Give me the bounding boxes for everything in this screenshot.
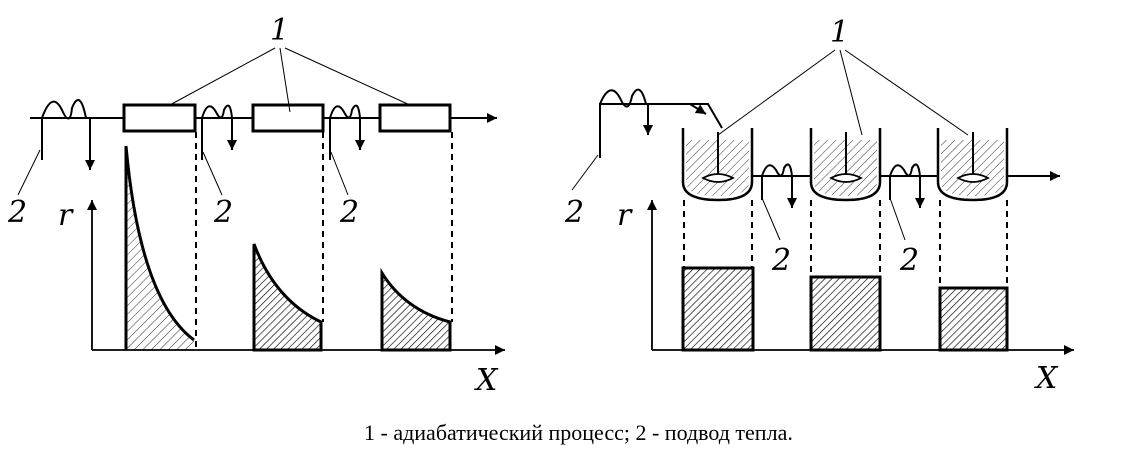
left-rate-area-2: [252, 243, 323, 352]
right-rate-bar-2: [809, 275, 882, 352]
left-reactor-3: [378, 103, 452, 133]
right-tank-1: [681, 128, 754, 202]
left-x-axis-label: X: [474, 363, 499, 398]
left-heater-1: [41, 99, 95, 170]
right-heater-1: [599, 88, 653, 135]
right-tank-3: [936, 128, 1009, 202]
right-rate-bar-1: [681, 266, 755, 352]
left-panel: [17, 47, 505, 355]
label-2-right-a: 2: [564, 195, 584, 230]
label-2-right-b: 2: [771, 243, 791, 278]
left-rate-area-1: [126, 146, 194, 350]
left-y-axis-label: r: [58, 198, 74, 233]
label-1-right: 1: [830, 15, 849, 50]
label-2-left-a: 2: [7, 195, 27, 230]
right-panel: [571, 49, 1074, 355]
right-y-axis-label: r: [617, 198, 633, 233]
right-rate-bar-3: [938, 286, 1009, 352]
caption: 1 - адиабатический процесс; 2 - подвод т…: [364, 420, 793, 445]
left-reactor-2: [251, 103, 325, 133]
left-rate-area-3: [380, 267, 452, 352]
left-reactor-1: [122, 103, 197, 133]
right-heater-2: [761, 163, 797, 208]
right-x-axis-label: X: [1034, 361, 1059, 396]
left-heater-3: [329, 104, 365, 160]
label-2-right-c: 2: [899, 243, 919, 278]
right-heater-3: [889, 163, 925, 208]
label-2-left-c: 2: [339, 195, 359, 230]
right-inlet-line: [599, 103, 723, 158]
right-tank-2: [809, 128, 882, 202]
label-2-left-b: 2: [213, 195, 233, 230]
label-1-left: 1: [270, 13, 289, 48]
left-heater-2: [201, 104, 237, 160]
